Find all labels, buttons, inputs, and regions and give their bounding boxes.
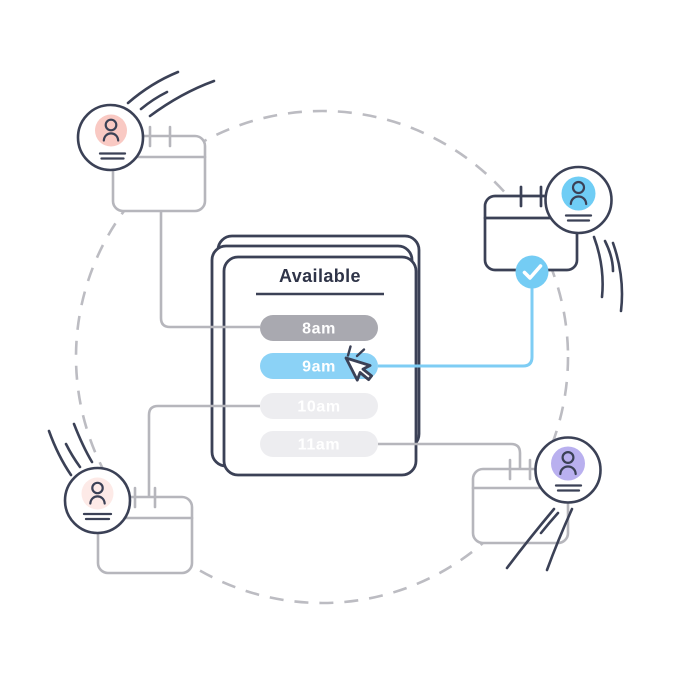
avatar-bottom-left	[63, 466, 132, 535]
slot-label-11am: 11am	[298, 437, 340, 454]
connector-11am	[378, 442, 522, 469]
click-burst-icon	[346, 345, 366, 358]
check-badge	[515, 255, 549, 289]
slot-pill-10am[interactable]: 10am	[260, 393, 378, 419]
avatar-bottom-right	[534, 436, 602, 504]
card-title: Available	[279, 266, 361, 286]
connector-8am	[159, 211, 260, 329]
slot-label-9am: 9am	[302, 359, 336, 376]
connector-9am-selected	[378, 288, 534, 368]
dashed-orbit-circle	[74, 109, 570, 605]
person-icon	[551, 446, 585, 481]
motion-lines-top-left	[126, 70, 216, 118]
check-icon	[522, 264, 543, 280]
slot-label-8am: 8am	[302, 321, 336, 338]
slot-label-10am: 10am	[297, 399, 340, 416]
slot-pill-8am[interactable]: 8am	[260, 315, 378, 341]
person-icon	[95, 114, 127, 147]
connector-10am	[147, 404, 260, 497]
motion-lines-top-right	[592, 235, 624, 313]
motion-lines-bottom-right	[505, 507, 574, 572]
slot-pill-11am[interactable]: 11am	[260, 431, 378, 457]
cursor-icon	[344, 356, 373, 382]
motion-lines-bottom-left	[47, 422, 94, 477]
person-icon	[561, 176, 596, 211]
person-icon	[81, 477, 114, 510]
avatar-top-right	[544, 165, 613, 235]
avatar-top-left	[76, 103, 145, 172]
